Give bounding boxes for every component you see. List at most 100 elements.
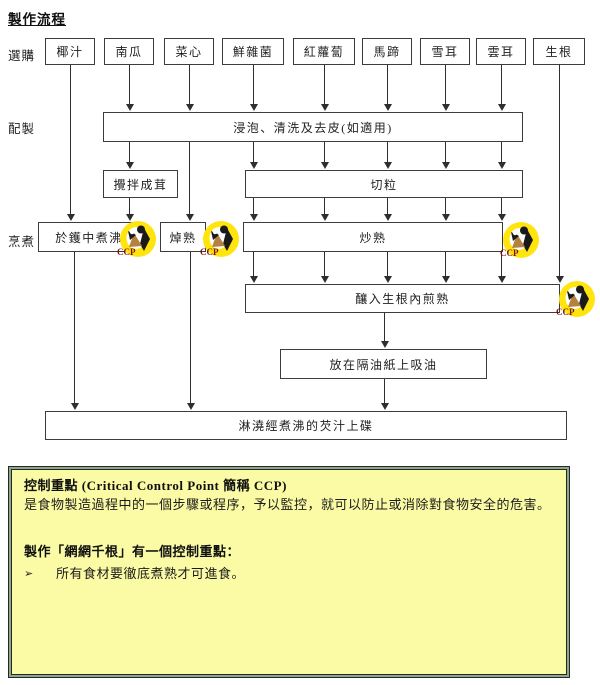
flow-arrowhead [383,276,392,283]
flow-line [445,65,446,106]
flow-arrowhead [380,403,389,410]
flow-arrowhead [441,214,450,221]
ccp-info-bullet-item: ➢ 所有食材要徹底煮熟才可進食。 [24,564,554,583]
flow-arrowhead [383,162,392,169]
flow-arrowhead [185,214,194,221]
flow-line [129,198,130,216]
page-title: 製作流程 [8,12,66,27]
flow-arrowhead [320,104,329,111]
flow-line [190,252,191,405]
flow-line [387,65,388,106]
flow-arrowhead [125,104,134,111]
flow-line [324,142,325,164]
ingredient-box-choy-sum: 菜心 [164,38,214,65]
step-box-drain-oil: 放在隔油紙上吸油 [280,349,487,379]
flow-arrowhead [383,104,392,111]
ccp-label: CCP [556,307,575,317]
step-box-dice: 切粒 [245,170,523,198]
stage-label-select: 選購 [8,49,36,63]
flow-line [387,142,388,164]
flow-line [384,379,385,405]
flow-line [324,252,325,278]
ccp-label: CCP [500,248,519,258]
flow-arrowhead [249,104,258,111]
ccp-info-heading: 控制重點 (Critical Control Point 簡稱 CCP) [24,478,287,493]
flow-line [445,142,446,164]
ingredient-box-cloud-ear: 雲耳 [476,38,526,65]
flow-line [189,142,190,216]
flow-line [445,198,446,216]
ccp-icon: CCP [500,221,540,259]
ccp-mascot-icon [120,221,156,257]
flow-arrowhead [441,276,450,283]
ccp-info-box: 控制重點 (Critical Control Point 簡稱 CCP) 是食物… [8,466,570,678]
flow-arrowhead [497,104,506,111]
ingredient-box-carrot: 紅蘿蔔 [293,38,355,65]
ccp-icon: CCP [200,220,240,258]
flow-line [129,142,130,164]
flow-arrowhead [441,162,450,169]
flow-arrowhead [497,162,506,169]
ccp-mascot-icon [559,281,595,317]
flow-line [387,252,388,278]
flow-line [253,142,254,164]
flow-arrowhead [186,403,195,410]
step-box-blend-puree: 攪拌成茸 [103,170,178,198]
flow-arrowhead [320,162,329,169]
flow-line [387,198,388,216]
flow-line [501,252,502,278]
flow-arrowhead [66,214,75,221]
flow-arrowhead [125,214,134,221]
bullet-arrow-icon: ➢ [24,567,34,580]
flow-line [189,65,190,106]
flow-arrowhead [555,276,564,283]
ccp-mascot-icon [203,221,239,257]
flow-line [74,252,75,405]
stage-label-prepare: 配製 [8,122,36,136]
flow-arrowhead [185,104,194,111]
ccp-info-content: 控制重點 (Critical Control Point 簡稱 CCP) 是食物… [20,472,558,583]
flow-arrowhead [249,162,258,169]
flow-line [324,198,325,216]
flow-line [70,65,71,216]
step-box-stuff-and-fry: 釀入生根內煎熟 [245,284,560,313]
ingredient-box-pumpkin: 南瓜 [104,38,154,65]
flow-line [559,65,560,278]
ccp-icon: CCP [556,280,596,318]
flow-line [253,252,254,278]
ccp-label: CCP [117,247,136,257]
ingredient-box-snow-fungus: 雪耳 [420,38,470,65]
flow-line [501,198,502,216]
flow-arrowhead [320,214,329,221]
flow-line [501,65,502,106]
step-box-stir-fry: 炒熟 [243,222,503,252]
flow-arrowhead [380,341,389,348]
flow-arrowhead [383,214,392,221]
flow-line [445,252,446,278]
flow-arrowhead [441,104,450,111]
ccp-mascot-icon [503,222,539,258]
ccp-icon: CCP [117,220,157,258]
ingredient-box-gluten-puff: 生根 [533,38,585,65]
flow-arrowhead [320,276,329,283]
flow-arrowhead [249,276,258,283]
flow-arrowhead [70,403,79,410]
flow-line [253,198,254,216]
ccp-label: CCP [200,247,219,257]
flow-arrowhead [497,276,506,283]
ccp-info-subheading: 製作「網網千根」有一個控制重點： [24,544,241,559]
flow-arrowhead [249,214,258,221]
flow-line [384,313,385,343]
step-box-plate-with-sauce: 淋澆經煮沸的芡汁上碟 [45,411,567,440]
ccp-info-bullet-text: 所有食材要徹底煮熟才可進食。 [56,566,246,581]
flow-line [501,142,502,164]
stage-label-cook: 烹煮 [8,235,36,249]
ingredient-box-water-chestnut: 馬蹄 [362,38,412,65]
flow-arrowhead [497,214,506,221]
flow-line [129,65,130,106]
flow-line [253,65,254,106]
ccp-info-body: 是食物製造過程中的一個步驟或程序，予以監控，就可以防止或消除對食物安全的危害。 [24,497,551,512]
step-box-soak-wash-peel: 浸泡、清洗及去皮(如適用) [103,112,523,142]
ingredient-box-fresh-mushrooms: 鮮雜菌 [222,38,284,65]
